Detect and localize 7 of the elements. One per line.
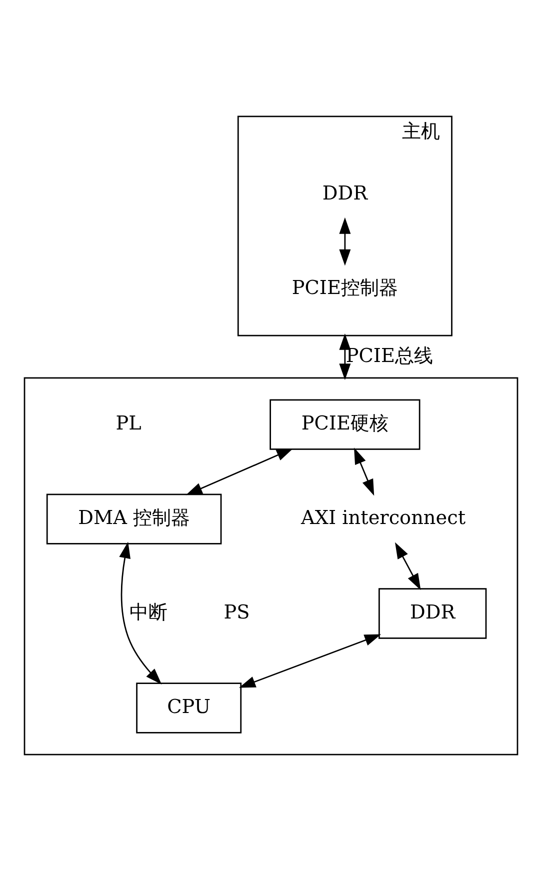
node-text: PCIE控制器 [292,276,398,299]
label: PL [116,411,142,434]
label: PS [224,600,250,624]
edge-label: PCIE总线 [346,343,434,366]
node-text: AXI interconnect [301,506,466,529]
node-text: DDR [322,181,368,204]
edge-label: 中断 [129,600,168,624]
